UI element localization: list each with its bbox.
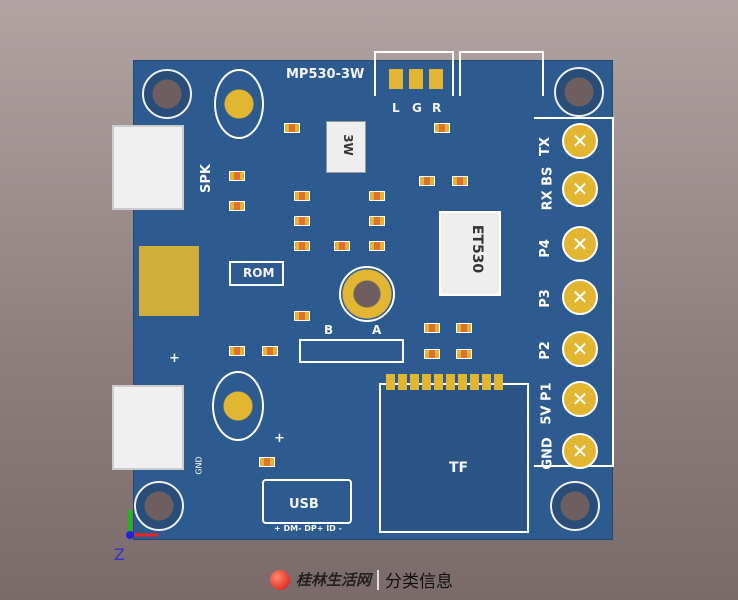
pad-block [139, 246, 199, 316]
usb-pin-labels: + DM- DP+ ID - [274, 524, 342, 533]
axis-gizmo-icon [126, 510, 158, 539]
led-header [374, 51, 454, 96]
tf-card-slot: TF [379, 383, 529, 533]
tf-pins [386, 374, 506, 390]
mounting-hole [550, 481, 600, 531]
terminal-screw [562, 279, 598, 315]
pad-label: B [324, 323, 334, 337]
pad-label: A [372, 323, 382, 337]
terminal-label: P3 [537, 289, 553, 308]
led-label: L [392, 101, 400, 115]
spk-label: SPK [198, 164, 214, 193]
terminal-screw [562, 433, 598, 469]
terminal-label: RX BS [540, 166, 556, 211]
pin-header [299, 339, 404, 363]
watermark-site: 桂林生活网 [296, 571, 372, 589]
led-label: G [412, 101, 422, 115]
z-axis-label: Z [114, 545, 125, 564]
rom-outline: ROM [229, 261, 284, 286]
watermark-section: 分类信息 [385, 572, 454, 592]
terminal-label: P2 [537, 341, 553, 360]
speaker-connector [112, 125, 184, 210]
terminal-label: GND [540, 437, 556, 470]
terminal-label: P4 [537, 239, 553, 258]
board-title: MP530-3W [286, 67, 365, 82]
main-ic: ET530 [439, 211, 501, 296]
usb-port: USB [262, 479, 352, 524]
power-connector [112, 385, 184, 470]
mounting-hole [134, 481, 184, 531]
pcb-board: MP530-3W 3W L G R ET530 ROM B A TF + + U… [133, 51, 614, 540]
logo-icon [270, 569, 290, 590]
amplifier-chip: 3W [326, 121, 366, 173]
terminal-screw [562, 226, 598, 262]
mounting-hole [142, 69, 192, 119]
terminal-screw [562, 331, 598, 367]
led-label: R [432, 101, 442, 115]
terminal-label: TX [537, 137, 553, 156]
watermark: 桂林生活网 分类信息 [270, 567, 453, 592]
capacitor [212, 371, 264, 441]
gnd-small-label: GND [194, 456, 204, 475]
terminal-screw [562, 381, 598, 417]
center-hole [339, 266, 395, 322]
terminal-screw [562, 123, 598, 159]
plus-label: + [169, 351, 180, 366]
plus-label: + [274, 431, 285, 446]
mounting-hole [554, 67, 604, 117]
terminal-screw [562, 171, 598, 207]
capacitor [214, 69, 264, 139]
terminal-label: 5V P1 [539, 382, 555, 425]
switch-header [459, 51, 544, 96]
